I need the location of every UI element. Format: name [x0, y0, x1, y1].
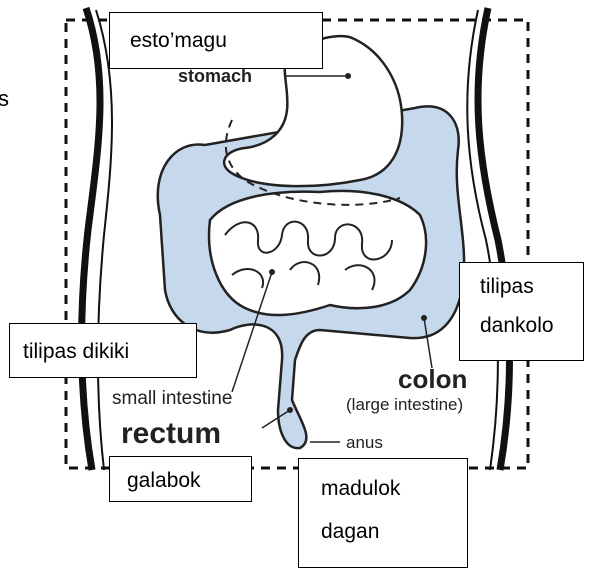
body-outline-left	[82, 8, 100, 470]
anus-translation-line1: madulok	[321, 473, 467, 506]
rectum-pointer-dot	[287, 407, 293, 413]
large-intestine-translation-line1: tilipas	[480, 271, 583, 304]
stomach-label: stomach	[178, 66, 252, 86]
stomach-pointer-dot	[345, 73, 351, 79]
anus-label: anus	[346, 433, 383, 452]
large-intestine-translation-box: tilipas dankolo	[459, 262, 584, 361]
small-intestine-shape	[209, 191, 426, 315]
rectum-label: rectum	[121, 417, 221, 450]
small-intestine-translation: tilipas dikiki	[23, 340, 129, 363]
body-outline-right	[478, 8, 510, 470]
colon-sublabel: (large intestine)	[346, 395, 463, 414]
small-intestine-pointer-dot	[269, 269, 275, 275]
large-intestine-translation-line2: dankolo	[480, 310, 583, 343]
rectum-translation-box: galabok	[109, 456, 252, 502]
small-intestine-translation-box: tilipas dikiki	[9, 323, 197, 378]
anus-translation-box: madulok dagan	[298, 458, 468, 568]
anus-translation-line2: dagan	[321, 516, 467, 549]
small-intestine-label: small intestine	[112, 388, 232, 409]
colon-label: colon	[398, 364, 467, 394]
rectum-translation: galabok	[127, 469, 201, 492]
colon-pointer-dot	[421, 315, 427, 321]
edge-text-fragment: s	[0, 86, 9, 112]
stomach-translation: esto’magu	[130, 29, 227, 52]
body-outline-right-inner	[467, 10, 497, 470]
stomach-translation-box: esto’magu	[109, 12, 323, 69]
